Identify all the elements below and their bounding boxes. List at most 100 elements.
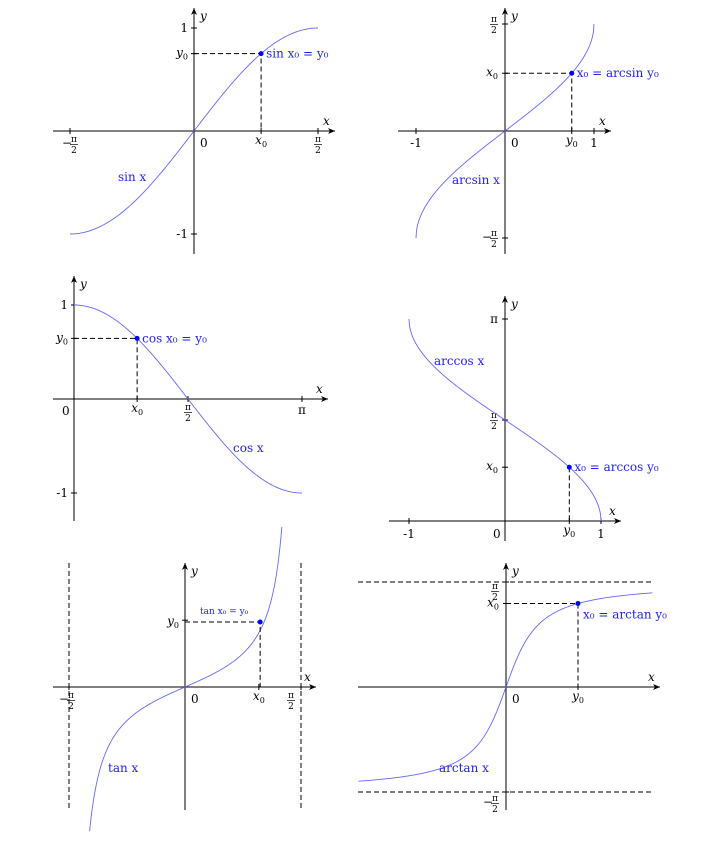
- sin-panel-point: [258, 51, 264, 57]
- arcsin-panel-ytick-0-den: 2: [491, 26, 497, 36]
- cos-panel-y-arrow: [71, 276, 77, 283]
- tan-panel-xtick-1: x0: [253, 689, 265, 705]
- sin-panel-xtick-0-sign: −: [62, 136, 72, 150]
- sin-panel-y-axis-label: y: [199, 9, 207, 23]
- arccos-panel-x-arrow: [614, 518, 621, 524]
- arcsin-panel-xtick-2-text: 1: [590, 136, 598, 150]
- sin-panel-ytick-1: y0: [175, 46, 188, 62]
- arctan-panel-ytick-2-sign: −: [483, 795, 493, 809]
- arcsin-panel-ytick-2-num: π: [491, 229, 497, 239]
- cos-panel-point-label: cos x₀ = y₀: [142, 331, 207, 345]
- sin-panel-ytick-0-text: 1: [180, 21, 188, 35]
- cos-panel-xtick-0-text: x0: [131, 401, 143, 417]
- arccos-panel-point: [566, 464, 572, 470]
- cos-panel-xtick-1: π2: [184, 403, 192, 424]
- arccos-panel-ytick-1-den: 2: [491, 422, 497, 432]
- arccos-panel-ytick-2-text: x0: [486, 459, 498, 475]
- arccos-panel-ytick-0-text: π: [490, 312, 498, 326]
- sin-panel-x-axis-label: x: [323, 114, 330, 128]
- tan-panel-ytick-0-text: y0: [166, 614, 179, 630]
- arctan-panel-x-axis-label: x: [648, 670, 655, 684]
- arccos-panel-point-label: x₀ = arccos y₀: [574, 460, 659, 474]
- tan-panel-y-arrow: [182, 563, 188, 570]
- tan-panel-xtick-0-den: 2: [68, 702, 74, 712]
- arccos-panel-y-axis-label: y: [510, 297, 518, 311]
- arcsin-panel-point-label: x₀ = arcsin y₀: [577, 66, 659, 80]
- arcsin-panel-y-axis-label: y: [510, 9, 518, 23]
- arctan-panel-ytick-0-den: 2: [492, 593, 498, 603]
- arctan-panel-ytick-0: π2: [491, 582, 499, 603]
- sin-panel-ytick-1-text: y0: [175, 46, 188, 62]
- arccos-panel-xtick-0-text: -1: [403, 527, 415, 541]
- sin-panel-xtick-2-den: 2: [315, 146, 321, 156]
- arctan-panel-x-arrow: [653, 684, 660, 690]
- arccos-panel-ytick-1-num: π: [491, 411, 497, 421]
- arcsin-panel-ytick-2-sign: −: [482, 230, 492, 244]
- tan-panel-ytick-0: y0: [166, 614, 179, 630]
- tan-panel-point: [257, 619, 263, 625]
- arctan-panel-ytick-2-den: 2: [492, 805, 498, 815]
- cos-panel-ytick-1: y0: [55, 330, 68, 346]
- cos-panel-curve: [73, 304, 303, 494]
- sin-panel-xtick-1: x0: [255, 133, 267, 149]
- arctan-panel-origin: 0: [512, 692, 520, 706]
- arcsin-panel-ytick-0: π2: [490, 15, 498, 36]
- sin-panel-ytick-2: -1: [176, 227, 188, 241]
- sin-panel-ytick-0: 1: [180, 21, 188, 35]
- arccos-panel-xtick-1-text: y0: [562, 523, 575, 539]
- sin-panel-x-arrow: [328, 128, 335, 134]
- arcsin-panel-xtick-1: y0: [565, 133, 578, 149]
- tan-panel-xtick-2: π2: [287, 691, 295, 712]
- arctan-panel-xtick-0-text: y0: [571, 689, 584, 705]
- tan-panel-xtick-1-text: x0: [253, 689, 265, 705]
- cos-panel-x-arrow: [321, 396, 328, 402]
- arctan-panel-xtick-0: y0: [571, 689, 584, 705]
- sin-panel-xtick-0: −π2: [62, 135, 78, 156]
- sin-panel-xtick-1-text: x0: [255, 133, 267, 149]
- arctan-panel-guide: [506, 603, 579, 687]
- tan-panel-xtick-0-sign: −: [59, 692, 69, 706]
- arctan-panel-curve: [358, 592, 653, 782]
- arctan-panel-curve-label: arctan x: [439, 761, 489, 775]
- cos-panel-ytick-2-text: -1: [56, 486, 68, 500]
- arccos-panel-x-axis-label: x: [609, 504, 616, 518]
- cos-panel-point: [134, 335, 140, 341]
- arcsin-panel-ytick-1-text: x0: [486, 65, 498, 81]
- arctan-panel-point-label: x₀ = arctan y₀: [583, 608, 667, 622]
- arccos-panel-curve-label: arccos x: [434, 354, 485, 368]
- tan-panel-guide: [185, 621, 261, 687]
- arctan-panel-y-arrow: [503, 563, 509, 570]
- cos-panel-ytick-0: 1: [60, 298, 68, 312]
- tan-panel-origin: 0: [191, 692, 199, 706]
- sin-panel-xtick-0-den: 2: [71, 146, 77, 156]
- tan-panel-point-label: tan x₀ = y₀: [200, 607, 249, 617]
- arcsin-panel-guide: [505, 72, 573, 131]
- arctan-panel-y-axis-label: y: [511, 564, 519, 578]
- arctan-panel-point: [575, 601, 581, 607]
- cos-panel-y-axis-label: y: [79, 277, 87, 291]
- arccos-panel-xtick-0: -1: [403, 527, 415, 541]
- sin-panel-guide: [194, 53, 262, 131]
- arctan-panel-ytick-2-num: π: [492, 794, 498, 804]
- cos-panel-xtick-1-num: π: [185, 403, 191, 413]
- cos-panel-xtick-1-den: 2: [185, 414, 191, 424]
- tan-panel-x-axis-label: x: [304, 670, 311, 684]
- arcsin-panel-y-arrow: [502, 8, 508, 15]
- arccos-panel-ytick-2: x0: [486, 459, 498, 475]
- tan-panel-y-axis-label: y: [190, 564, 198, 578]
- sin-panel-xtick-2-num: π: [315, 135, 321, 145]
- arcsin-panel-xtick-0: -1: [410, 136, 422, 150]
- arcsin-panel-ytick-0-num: π: [491, 15, 497, 25]
- arcsin-panel-xtick-1-text: y0: [565, 133, 578, 149]
- arctan-panel-ytick-1-text: x0: [487, 596, 499, 612]
- arctan-panel-ytick-0-num: π: [492, 582, 498, 592]
- arcsin-panel-xtick-0-text: -1: [410, 136, 422, 150]
- arcsin-panel-point: [569, 70, 575, 76]
- arcsin-panel-curve-label: arcsin x: [452, 173, 500, 187]
- sin-panel-xtick-2: π2: [314, 135, 322, 156]
- cos-panel-xtick-2: π: [298, 403, 306, 417]
- cos-panel-curve-label: cos x: [233, 441, 264, 455]
